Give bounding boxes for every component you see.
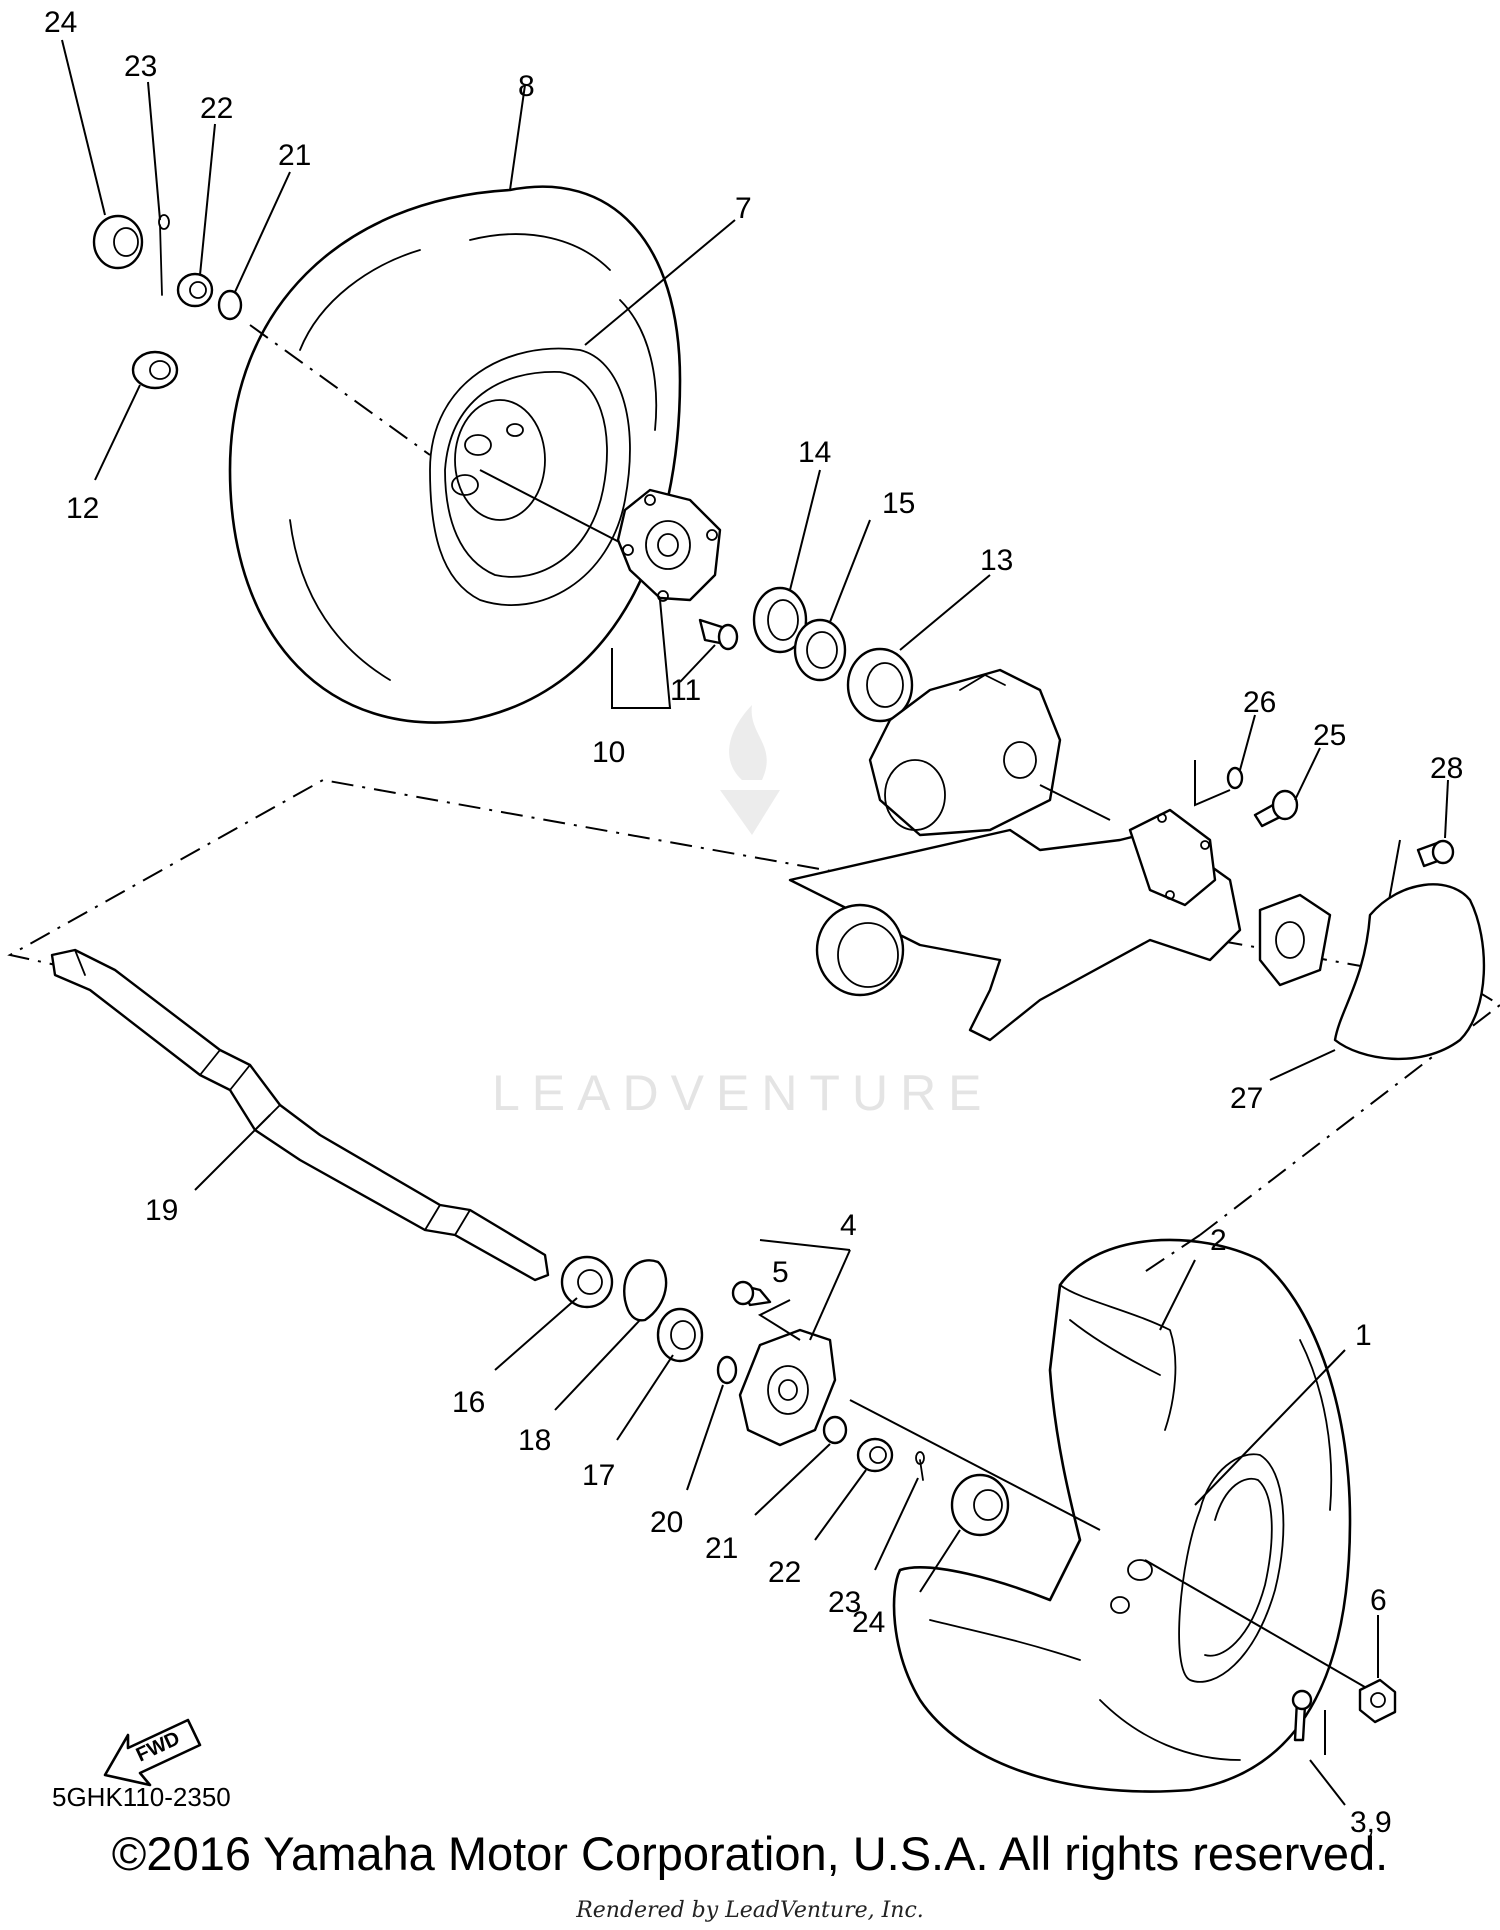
callout-20: 20 — [650, 1506, 683, 1539]
hub-4-bracket — [759, 1239, 851, 1251]
callout-8: 8 — [518, 70, 535, 103]
callout-12: 12 — [66, 492, 99, 525]
callout-17: 17 — [582, 1459, 615, 1492]
upper-axis-line — [249, 324, 431, 456]
callout-16: 16 — [452, 1386, 485, 1419]
upper-axis-line-2 — [479, 469, 626, 546]
callout-24b: 24 — [852, 1606, 885, 1639]
callout-15: 15 — [882, 487, 915, 520]
callout-28: 28 — [1430, 752, 1463, 785]
callout-22: 22 — [200, 92, 233, 125]
lower-axis-line — [849, 1399, 1101, 1531]
callout-11: 11 — [670, 674, 701, 707]
upper-seals — [752, 586, 914, 723]
callout-labels: 24 23 22 21 8 7 12 14 15 13 11 10 26 25 … — [44, 6, 1463, 1839]
callout-24: 24 — [44, 6, 77, 39]
assembly-frame — [7, 778, 1500, 1236]
bolt-25 — [1253, 789, 1299, 828]
callout-6: 6 — [1370, 1584, 1387, 1617]
callout-19: 19 — [145, 1194, 178, 1227]
callout-27: 27 — [1230, 1082, 1263, 1115]
callout-26: 26 — [1243, 686, 1276, 719]
callout-25: 25 — [1313, 719, 1346, 752]
diagram-code: 5GHK110-2350 — [52, 1782, 231, 1812]
callout-4: 4 — [840, 1209, 857, 1242]
callout-14: 14 — [798, 436, 831, 469]
lower-seals — [560, 1255, 738, 1385]
bolt-5 — [731, 1280, 772, 1307]
rear-arm — [788, 808, 1332, 1042]
case-leader — [1039, 784, 1111, 821]
bolt-5-bracket — [757, 1299, 801, 1341]
callout-2: 2 — [1210, 1224, 1227, 1257]
callout-leaders — [61, 39, 1449, 1806]
callout-21: 21 — [278, 139, 311, 172]
nut-6 — [1358, 1678, 1397, 1724]
callout-22b: 22 — [768, 1556, 801, 1589]
upper-small-parts — [92, 214, 243, 390]
valve-3-9 — [1291, 1689, 1313, 1742]
watermark-text: LEADVENTURE — [492, 1065, 994, 1121]
bolt-28 — [1416, 839, 1455, 868]
callout-21b: 21 — [705, 1532, 738, 1565]
disc-guard-27 — [1333, 883, 1486, 1061]
callout-18: 18 — [518, 1424, 551, 1457]
lower-small-parts — [822, 1415, 1010, 1537]
callout-13: 13 — [980, 544, 1013, 577]
rendered-by-credit: Rendered by LeadVenture, Inc. — [576, 1898, 924, 1923]
callout-3-9: 3,9 — [1350, 1806, 1392, 1839]
bolt-25-bracket — [1194, 760, 1231, 807]
lower-hub — [738, 1328, 837, 1447]
callout-1: 1 — [1355, 1319, 1372, 1352]
callout-23: 23 — [124, 50, 157, 83]
washer-26 — [1226, 766, 1244, 790]
copyright-notice: ©2016 Yamaha Motor Corporation, U.S.A. A… — [111, 1827, 1389, 1880]
lower-wheel — [892, 1238, 1352, 1793]
callout-7: 7 — [735, 192, 752, 225]
upper-wheel — [228, 185, 682, 724]
callout-10: 10 — [592, 736, 625, 769]
rear-axle-shaft — [50, 948, 550, 1282]
callout-5: 5 — [772, 1256, 789, 1289]
bolt-11 — [698, 618, 739, 651]
final-gear-case — [868, 668, 1062, 837]
fwd-arrow-icon: FWD — [103, 1718, 202, 1787]
upper-hub — [616, 488, 722, 602]
callout-23b: 23 — [828, 1586, 861, 1619]
watermark: LEADVENTURE — [492, 705, 994, 1121]
